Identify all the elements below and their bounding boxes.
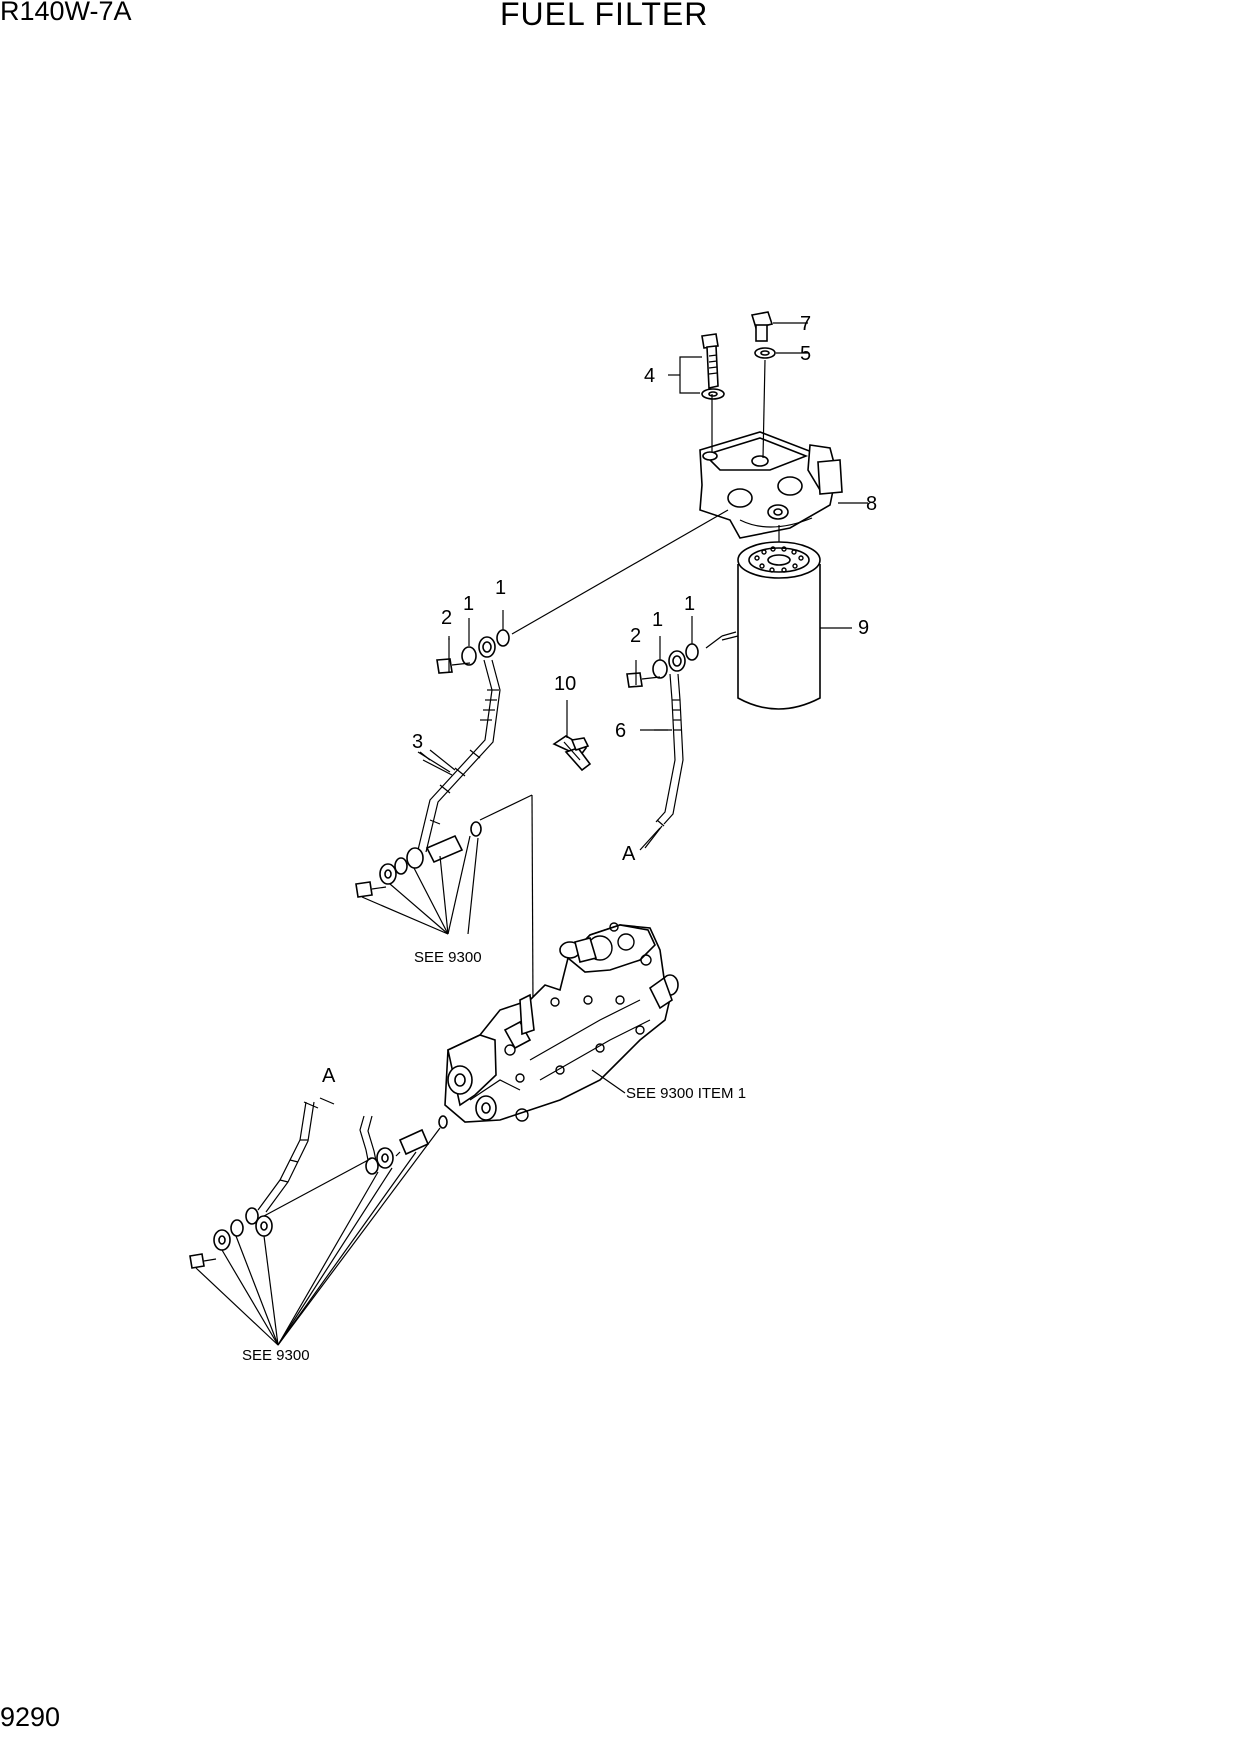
callout-6: 6 xyxy=(615,720,626,742)
model-code: R140W-7A xyxy=(0,0,132,26)
callout-1-upper-b: 1 xyxy=(495,577,506,599)
bolt-4 xyxy=(668,333,725,400)
hose-3 xyxy=(355,509,729,1006)
clip-10 xyxy=(552,700,592,772)
page-number: 9290 xyxy=(0,1702,61,1732)
callout-8: 8 xyxy=(866,493,877,515)
callout-3: 3 xyxy=(412,731,423,753)
washer-5 xyxy=(754,347,808,359)
reference-see-9300-item-1: SEE 9300 ITEM 1 xyxy=(626,1085,746,1102)
filter-head-8 xyxy=(699,359,868,539)
injection-pump xyxy=(444,922,679,1123)
hose-6 xyxy=(626,616,739,851)
callout-a-lower: A xyxy=(322,1065,336,1087)
callout-a-upper: A xyxy=(622,843,636,865)
callout-2-lower: 2 xyxy=(630,625,641,647)
callout-9: 9 xyxy=(858,617,869,639)
callout-2-upper: 2 xyxy=(441,607,452,629)
filter-cartridge-9 xyxy=(737,525,852,710)
callout-7: 7 xyxy=(800,313,811,335)
callout-10: 10 xyxy=(554,673,576,695)
callout-5: 5 xyxy=(800,343,811,365)
reference-see-9300-lower: SEE 9300 xyxy=(242,1347,310,1364)
callout-1-lower-b: 1 xyxy=(684,593,695,615)
callout-4: 4 xyxy=(644,365,655,387)
callout-1-lower-a: 1 xyxy=(652,609,663,631)
callout-1-upper-a: 1 xyxy=(463,593,474,615)
bolt-7 xyxy=(750,311,808,342)
page-title: FUEL FILTER xyxy=(500,0,709,32)
reference-see-9300-upper: SEE 9300 xyxy=(414,949,482,966)
hose-lower xyxy=(189,1101,448,1346)
